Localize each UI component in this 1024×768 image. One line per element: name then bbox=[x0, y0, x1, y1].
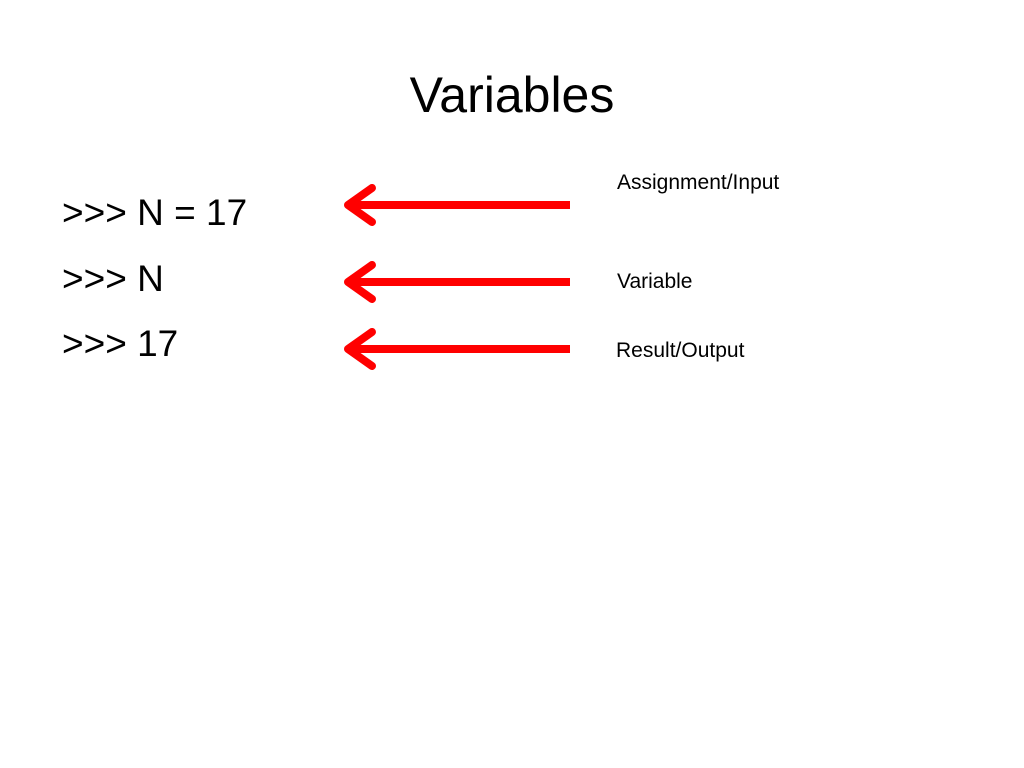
annotation-variable: Variable bbox=[617, 270, 693, 293]
slide-title: Variables bbox=[409, 67, 615, 123]
left-arrow-icon bbox=[344, 261, 570, 303]
code-line-result: >>> 17 bbox=[62, 323, 179, 364]
annotation-result-output: Result/Output bbox=[616, 339, 745, 362]
code-line-variable: >>> N bbox=[62, 258, 164, 299]
left-arrow-icon bbox=[344, 328, 570, 370]
annotation-assignment-input: Assignment/Input bbox=[617, 171, 780, 194]
left-arrow-icon bbox=[344, 184, 570, 226]
code-line-assignment: >>> N = 17 bbox=[62, 192, 248, 233]
